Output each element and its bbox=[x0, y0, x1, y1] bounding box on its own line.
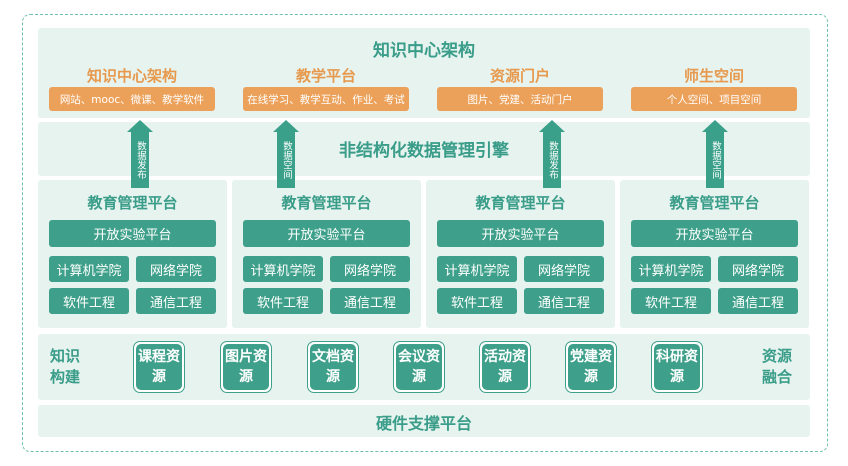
column-content-teaching: 在线学习、教学互动、作业、考试 bbox=[243, 87, 409, 111]
college-box: 计算机学院 bbox=[49, 256, 129, 282]
lab-platform-box: 开放实验平台 bbox=[631, 220, 798, 247]
arrow-label: 数据发布 bbox=[547, 141, 558, 179]
knowledge-center-title: 知识中心架构 bbox=[373, 41, 475, 61]
platform-card: 教育管理平台 开放实验平台 计算机学院 网络学院 软件工程 通信工程 bbox=[38, 180, 227, 328]
resource-label: 党建资源 bbox=[568, 344, 614, 390]
column-title-space: 师生空间 bbox=[683, 67, 744, 85]
resource-card: 党建资源 bbox=[565, 341, 617, 393]
college-box: 网络学院 bbox=[718, 256, 798, 282]
column-content-space: 个人空间、项目空间 bbox=[631, 87, 797, 111]
knowledge-center-panel: 知识中心架构 知识中心架构 网站、mooc、微课、教学软件 教学平台 在线学习、… bbox=[38, 28, 810, 118]
resource-label: 会议资源 bbox=[396, 344, 442, 390]
platform-title: 教育管理平台 bbox=[475, 194, 566, 212]
college-box: 计算机学院 bbox=[243, 256, 323, 282]
lab-platform-box: 开放实验平台 bbox=[49, 220, 216, 247]
dashed-frame bbox=[22, 14, 828, 452]
college-box: 通信工程 bbox=[136, 288, 216, 314]
lab-platform-box: 开放实验平台 bbox=[243, 220, 410, 247]
arrow-up-icon: 数据空间 bbox=[702, 120, 728, 188]
resource-fusion-label: 资源融合 bbox=[762, 347, 793, 386]
resource-label: 文档资源 bbox=[310, 344, 356, 390]
engine-title: 非结构化数据管理引擎 bbox=[339, 141, 509, 161]
column-title-knowledge: 知识中心架构 bbox=[86, 67, 177, 85]
platform-card: 教育管理平台 开放实验平台 计算机学院 网络学院 软件工程 通信工程 bbox=[426, 180, 615, 328]
platform-title: 教育管理平台 bbox=[669, 194, 760, 212]
arrow-up-icon: 数据空间 bbox=[273, 120, 299, 188]
college-box: 软件工程 bbox=[437, 288, 517, 314]
platform-title: 教育管理平台 bbox=[87, 194, 178, 212]
resource-card: 活动资源 bbox=[479, 341, 531, 393]
resource-label: 科研资源 bbox=[654, 344, 700, 390]
lab-platform-box: 开放实验平台 bbox=[437, 220, 604, 247]
platform-title: 教育管理平台 bbox=[281, 194, 372, 212]
platform-card: 教育管理平台 开放实验平台 计算机学院 网络学院 软件工程 通信工程 bbox=[620, 180, 809, 328]
resource-card: 图片资源 bbox=[220, 341, 272, 393]
knowledge-build-label: 知识构建 bbox=[50, 347, 81, 386]
column-title-teaching: 教学平台 bbox=[295, 67, 356, 85]
college-box: 计算机学院 bbox=[631, 256, 711, 282]
college-box: 软件工程 bbox=[243, 288, 323, 314]
arrow-up-icon: 数据发布 bbox=[539, 120, 565, 188]
hardware-panel: 硬件支撑平台 bbox=[38, 405, 810, 437]
arrow-label: 数据空间 bbox=[710, 141, 721, 179]
arrow-label: 数据发布 bbox=[135, 141, 146, 179]
column-content-knowledge: 网站、mooc、微课、教学软件 bbox=[49, 87, 215, 111]
resource-card: 科研资源 bbox=[651, 341, 703, 393]
column-content-portal: 图片、党建、活动门户 bbox=[437, 87, 603, 111]
engine-panel: 非结构化数据管理引擎 bbox=[38, 122, 810, 176]
arrow-up-icon: 数据发布 bbox=[127, 120, 153, 188]
college-box: 网络学院 bbox=[524, 256, 604, 282]
college-box: 通信工程 bbox=[330, 288, 410, 314]
resource-card: 课程资源 bbox=[133, 341, 185, 393]
arrow-label: 数据空间 bbox=[281, 141, 292, 179]
college-box: 通信工程 bbox=[718, 288, 798, 314]
resource-label: 课程资源 bbox=[136, 344, 182, 390]
college-box: 计算机学院 bbox=[437, 256, 517, 282]
column-title-portal: 资源门户 bbox=[489, 67, 550, 85]
resource-card: 会议资源 bbox=[393, 341, 445, 393]
college-box: 网络学院 bbox=[330, 256, 410, 282]
resource-card: 文档资源 bbox=[307, 341, 359, 393]
resource-label: 活动资源 bbox=[482, 344, 528, 390]
hardware-title: 硬件支撑平台 bbox=[375, 414, 472, 433]
college-box: 网络学院 bbox=[136, 256, 216, 282]
college-box: 软件工程 bbox=[49, 288, 129, 314]
college-box: 软件工程 bbox=[631, 288, 711, 314]
platform-card: 教育管理平台 开放实验平台 计算机学院 网络学院 软件工程 通信工程 bbox=[232, 180, 421, 328]
college-box: 通信工程 bbox=[524, 288, 604, 314]
resource-label: 图片资源 bbox=[223, 344, 269, 390]
